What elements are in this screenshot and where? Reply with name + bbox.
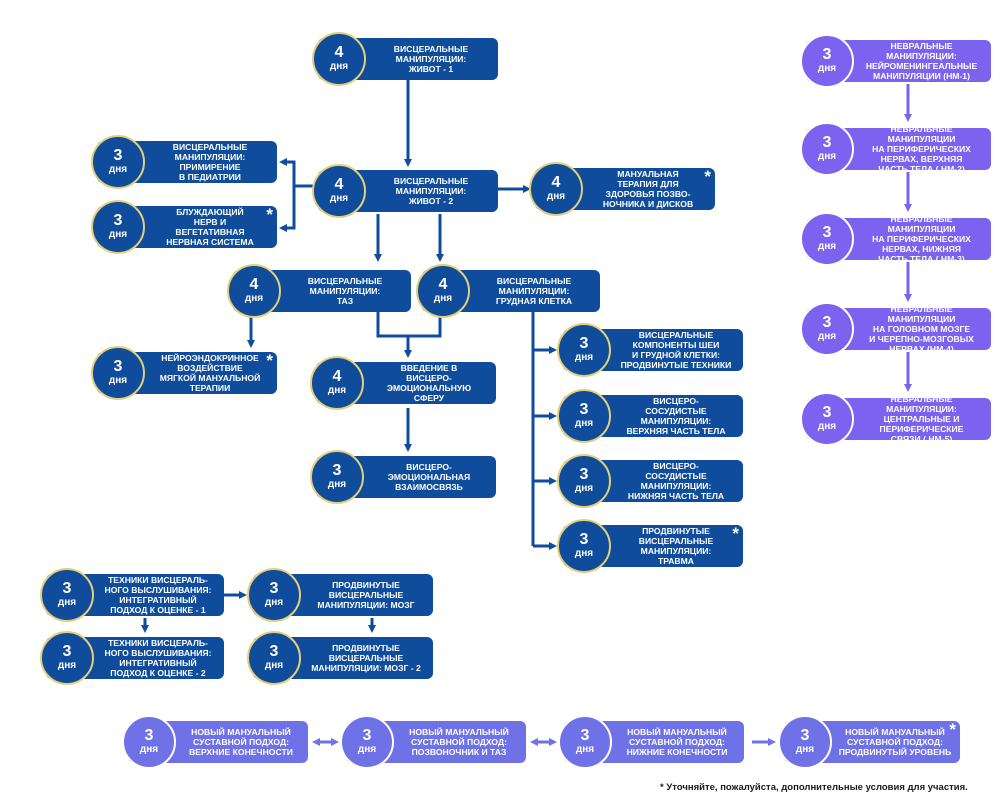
course-title: техники висцераль- ного выслушивания: ин… xyxy=(104,575,212,615)
asterisk-mark: * xyxy=(266,351,273,370)
asterisk-mark: * xyxy=(949,720,956,739)
course-title: новый мануальный суставной подход: верхн… xyxy=(189,727,293,757)
course-title: невральные манипуляции: центральные и пе… xyxy=(879,394,964,444)
course-title: невральные манипуляции на периферических… xyxy=(872,124,971,174)
course-title: висцеральные манипуляции: живот - 2 xyxy=(393,176,469,206)
edge-ab2-vagus xyxy=(279,186,296,232)
course-title: висцеральные манипуляции: грудная клетка xyxy=(495,276,573,306)
course-title: висцеральные компоненты шеи и грудной кл… xyxy=(620,330,732,370)
course-title: невральные манипуляции на головном мозге… xyxy=(869,304,974,354)
asterisk-mark: * xyxy=(266,205,273,224)
course-title: невральные манипуляции: нейроменингеальн… xyxy=(865,41,978,81)
edge-ab2-ped xyxy=(279,158,318,188)
course-title: нейроэндокринное воздействие мягкой ману… xyxy=(159,353,261,393)
course-title: висцеральные манипуляции: примирение в п… xyxy=(172,142,248,182)
course-title: новый мануальный суставной подход: позво… xyxy=(409,727,509,757)
asterisk-mark: * xyxy=(704,167,711,186)
course-title: продвинутые висцеральные манипуляции: мо… xyxy=(311,643,421,673)
course-title: мануальная терапия для здоровья позво- н… xyxy=(602,169,694,209)
edge-thorax-intro xyxy=(408,312,442,338)
course-title: введение в висцеро- эмоциональную сферу xyxy=(386,363,472,403)
course-title: техники висцераль- ного выслушивания: ин… xyxy=(104,638,212,678)
course-title: висцеральные манипуляции: живот - 1 xyxy=(393,44,469,74)
asterisk-mark: * xyxy=(732,524,739,543)
course-title: невральные манипуляции на периферических… xyxy=(872,214,971,264)
course-title: новый мануальный суставной подход: продв… xyxy=(838,727,952,757)
course-title: новый мануальный суставной подход: нижни… xyxy=(626,727,728,757)
footnote: * Уточняйте, пожалуйста, дополнительные … xyxy=(660,782,968,793)
course-title: продвинутые висцеральные манипуляции: тр… xyxy=(638,526,714,566)
course-title: висцеро- эмоциональная взаимосвязь xyxy=(387,462,471,492)
course-title: висцеро- сосудистые манипуляции: верхняя… xyxy=(626,396,726,436)
course-title: висцеральные манипуляции: таз xyxy=(307,276,383,306)
edge-pelvis-intro xyxy=(376,312,412,358)
course-title: блуждающий нерв и вегетативная нервная с… xyxy=(166,207,254,247)
course-title: продвинутые висцеральные манипуляции: мо… xyxy=(317,580,415,610)
course-title: висцеро- сосудистые манипуляции: нижняя … xyxy=(627,461,725,501)
